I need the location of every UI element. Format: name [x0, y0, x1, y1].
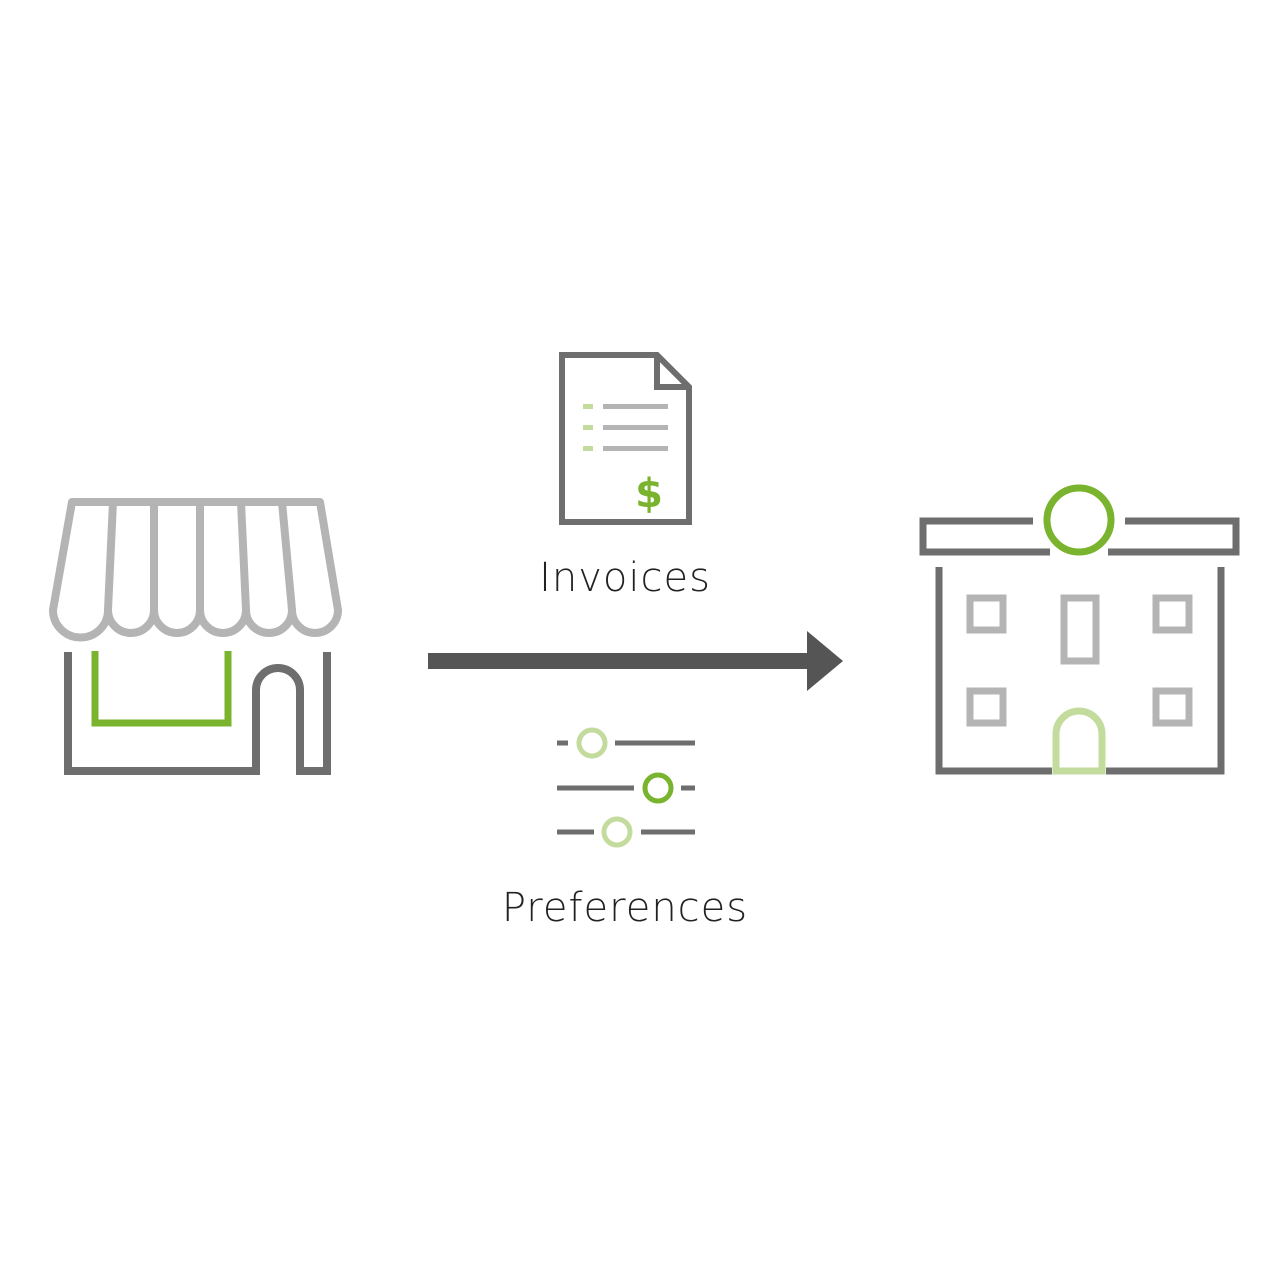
arrow-right	[428, 631, 843, 691]
building-emblem	[1043, 484, 1115, 556]
building-windows	[966, 594, 1193, 727]
building-roof-right	[1108, 517, 1240, 556]
storefront-awning-stripes	[104, 501, 296, 611]
invoice-document-icon: $	[559, 352, 692, 525]
dollar-icon: $	[635, 471, 663, 517]
building-icon	[919, 484, 1240, 775]
storefront-icon	[49, 498, 342, 775]
building-door	[1052, 707, 1106, 775]
preferences-sliders-icon	[557, 727, 695, 848]
storefront-walls	[64, 652, 331, 775]
building-roof-left	[919, 517, 1050, 556]
slider-knob-3	[601, 816, 633, 848]
document-outline	[559, 352, 692, 525]
document-lines	[603, 404, 668, 451]
slider-row-1	[557, 727, 695, 759]
document-bullets	[583, 404, 593, 451]
preferences-label: Preferences	[501, 885, 749, 931]
slider-row-3	[557, 816, 695, 848]
arrow-shaft	[428, 653, 812, 669]
slider-knob-1	[576, 727, 608, 759]
document-fold	[654, 355, 689, 390]
invoices-label: Invoices	[539, 555, 711, 601]
slider-knob-2	[642, 772, 674, 804]
slider-row-2	[557, 772, 695, 804]
storefront-window	[91, 651, 232, 727]
storefront-awning	[49, 498, 342, 642]
arrow-head	[807, 631, 843, 691]
building-walls	[935, 567, 1225, 775]
